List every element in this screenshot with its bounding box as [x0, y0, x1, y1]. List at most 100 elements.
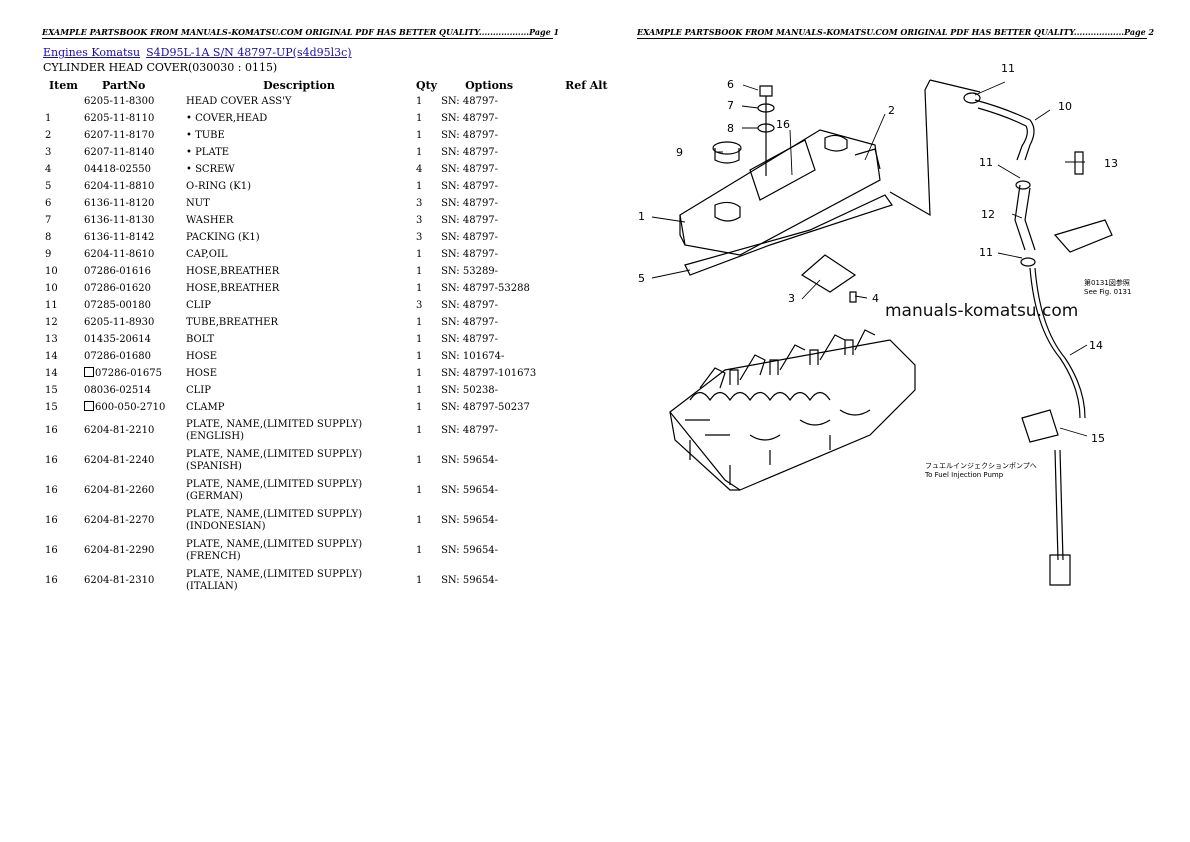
cell-qty: 1 — [414, 416, 439, 446]
description-language: (FRENCH) — [186, 551, 241, 562]
page-2-header: EXAMPLE PARTSBOOK FROM MANUALS-KOMATSU.C… — [637, 27, 1155, 39]
cell-options-text: SN: 48797- — [441, 425, 499, 436]
cell-item-text: 15 — [45, 384, 58, 396]
cell-partno-text: 07286-01680 — [84, 350, 152, 362]
cell-ref-alt — [563, 212, 612, 229]
cell-qty: 1 — [414, 365, 439, 382]
cell-item: 3 — [43, 144, 82, 161]
cell-options: SN: 48797-50237 — [439, 399, 563, 416]
cell-qty: 1 — [414, 144, 439, 161]
cell-qty-text: 4 — [416, 163, 423, 175]
cell-description: HOSE — [184, 365, 414, 382]
cell-ref-alt — [563, 348, 612, 365]
breather-tube-drawing — [1014, 184, 1036, 251]
cell-description: • SCREW — [184, 161, 414, 178]
cell-description: PLATE, NAME,(LIMITED SUPPLY)(INDONESIAN) — [184, 506, 414, 536]
cell-options: SN: 48797- — [439, 246, 563, 263]
description-language: (ENGLISH) — [186, 431, 245, 442]
cell-partno: 07286-01616 — [82, 263, 184, 280]
cell-item-text: 8 — [45, 231, 52, 243]
oil-cap-drawing — [712, 141, 742, 164]
cell-item-text: 7 — [45, 214, 52, 226]
bolt-drawing — [1074, 151, 1084, 175]
cell-ref-alt — [563, 161, 612, 178]
cell-qty: 3 — [414, 229, 439, 246]
callout-label: 13 — [1104, 157, 1118, 170]
plate-drawing — [800, 254, 857, 293]
cell-item-text: 11 — [45, 299, 58, 311]
cell-qty-text: 1 — [416, 367, 423, 379]
cell-partno-text: 6136-11-8142 — [84, 231, 155, 243]
cell-partno-text: 04418-02550 — [84, 163, 152, 175]
cell-options: SN: 48797-101673 — [439, 365, 563, 382]
cell-partno: 07286-01620 — [82, 280, 184, 297]
cell-qty-text: 1 — [416, 350, 423, 362]
cell-options: SN: 48797- — [439, 195, 563, 212]
cell-partno-text: 6204-81-2310 — [84, 575, 155, 586]
cell-partno: 07286-01675 — [82, 365, 184, 382]
cell-qty: 1 — [414, 127, 439, 144]
column-header-options: Options — [465, 78, 514, 92]
table-header-row: Item PartNo Description Qty Options Ref … — [43, 77, 612, 93]
cell-description-text: • COVER,HEAD — [186, 112, 268, 124]
cell-options-text: SN: 59654- — [441, 515, 499, 526]
cell-description-text: CLAMP — [186, 401, 225, 413]
cell-options: SN: 48797- — [439, 144, 563, 161]
cell-partno: 08036-02514 — [82, 382, 184, 399]
cell-ref-alt — [563, 246, 612, 263]
cell-description: CAP,OIL — [184, 246, 414, 263]
cell-ref-alt — [563, 297, 612, 314]
cell-item: 15 — [43, 382, 82, 399]
cell-ref-alt — [563, 314, 612, 331]
cell-options-text: SN: 101674- — [441, 350, 505, 362]
cell-item — [43, 93, 82, 110]
cell-qty-text: 1 — [416, 333, 423, 345]
fitting-drawing — [1049, 554, 1071, 586]
cell-qty: 3 — [414, 297, 439, 314]
cell-item: 10 — [43, 280, 82, 297]
cell-options-text: SN: 48797- — [441, 316, 499, 328]
fuel-line-drawing — [1054, 449, 1064, 561]
cell-qty: 1 — [414, 178, 439, 195]
cell-partno-text: 6204-11-8810 — [84, 180, 155, 192]
cell-description: HOSE,BREATHER — [184, 280, 414, 297]
ref-note-en: See Fig. 0131 — [1084, 288, 1131, 296]
cell-description: HOSE — [184, 348, 414, 365]
cell-item: 16 — [43, 506, 82, 536]
cell-partno-text: 6204-81-2270 — [84, 515, 155, 526]
cell-options-text: SN: 59654- — [441, 485, 499, 496]
cell-item-text: 12 — [45, 316, 58, 328]
cell-ref-alt — [563, 536, 612, 566]
cell-description-text: BOLT — [186, 333, 215, 345]
gasket-drawing — [684, 194, 893, 276]
breadcrumb-link-model[interactable]: S4D95L-1A S/N 48797-UP(s4d95l3c) — [146, 46, 352, 59]
cell-item: 11 — [43, 297, 82, 314]
cell-description: CLIP — [184, 382, 414, 399]
cell-qty: 1 — [414, 331, 439, 348]
cell-description-text: O-RING (K1) — [186, 180, 251, 192]
hose-drawing — [1029, 267, 1086, 419]
cell-options: SN: 48797- — [439, 93, 563, 110]
cell-options: SN: 59654- — [439, 536, 563, 566]
cell-description-text: HOSE,BREATHER — [186, 282, 280, 294]
callout-label: 6 — [727, 78, 734, 91]
callout-label: 15 — [1091, 432, 1105, 445]
cell-options-text: SN: 48797- — [441, 163, 499, 175]
cell-qty-text: 1 — [416, 515, 423, 526]
cell-qty: 1 — [414, 399, 439, 416]
description-line: PLATE, NAME,(LIMITED SUPPLY) — [186, 569, 363, 580]
callout-label: 7 — [727, 99, 734, 112]
cell-options: SN: 48797- — [439, 178, 563, 195]
cell-item-text: 3 — [45, 146, 52, 158]
cell-description-text: TUBE,BREATHER — [186, 316, 278, 328]
breadcrumb-link-engines[interactable]: Engines Komatsu — [43, 46, 141, 59]
cell-ref-alt — [563, 110, 612, 127]
cell-partno-text: 6136-11-8130 — [84, 214, 155, 226]
description-language: (ITALIAN) — [186, 581, 238, 592]
